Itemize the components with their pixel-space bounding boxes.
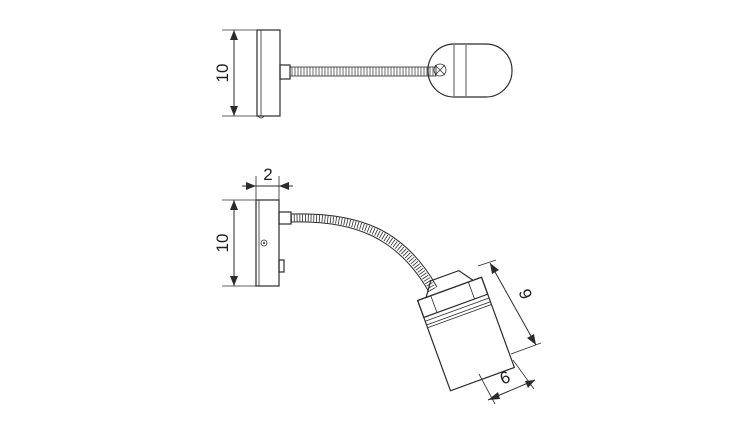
top-lamp-head [427,43,513,98]
side-head-length-dimension: 9 [477,259,542,355]
side-wall-plate [255,199,280,287]
side-flex-arm [290,214,437,292]
side-view: 2 10 9 6 [213,165,542,405]
top-view: 10 [213,29,513,119]
top-flex-arm [289,66,437,77]
side-height-dimension: 10 [213,199,256,287]
side-head-diameter-label: 6 [497,367,512,388]
side-switch [278,259,285,273]
top-neck [279,64,291,80]
side-depth-label: 2 [263,165,272,184]
side-head-diameter-dimension: 6 [478,359,536,405]
side-lamp-head [416,269,516,392]
top-height-dimension: 10 [213,29,257,117]
side-height-label: 10 [213,234,232,253]
top-wall-plate [256,29,281,117]
top-height-label: 10 [213,64,232,83]
side-head-length-label: 9 [515,286,536,301]
side-depth-dimension: 2 [242,165,293,200]
screw-icon [260,239,268,247]
side-neck [278,211,292,225]
